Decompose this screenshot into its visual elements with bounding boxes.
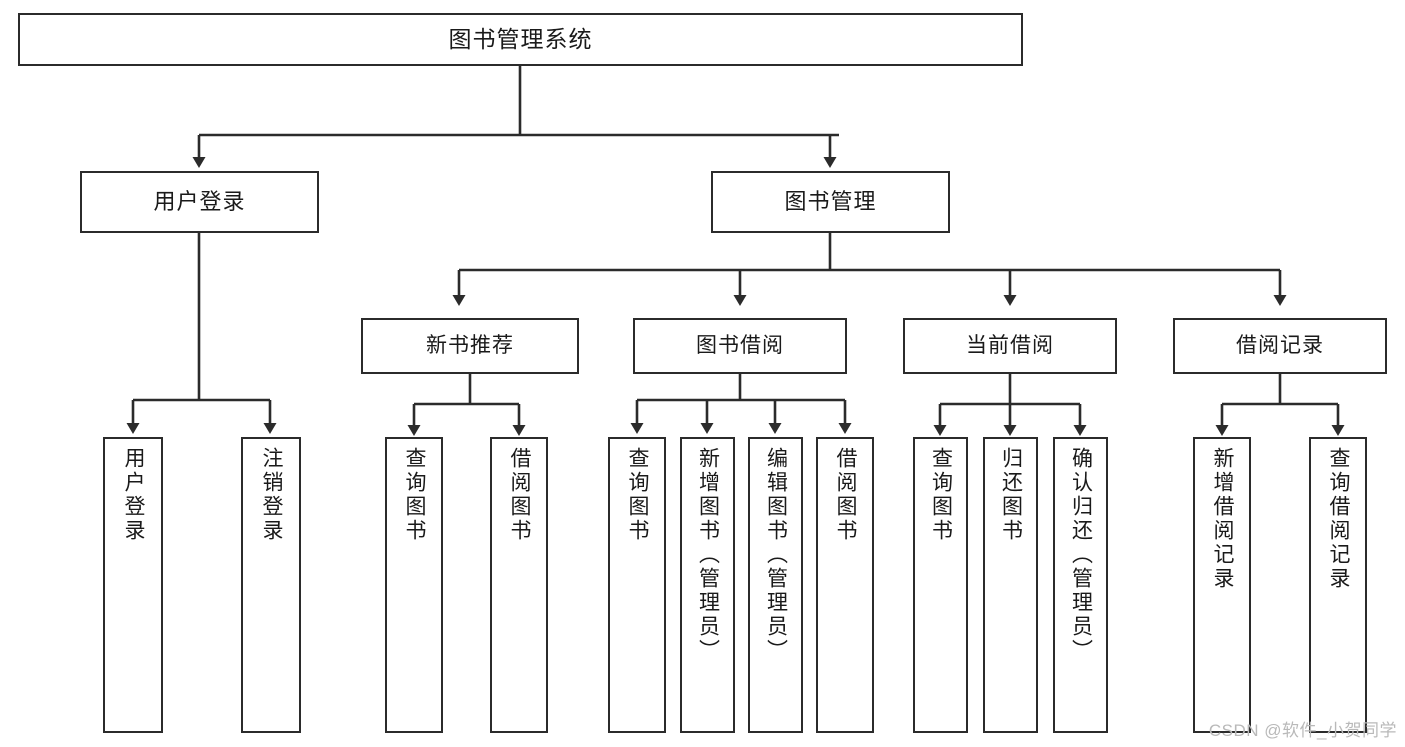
leaf-new-book-borrow-label: 借阅图书 — [508, 447, 532, 543]
leaf-add-borrow-record[interactable]: 新增借阅记录 — [1193, 437, 1251, 733]
node-book-borrow-label: 图书借阅 — [696, 333, 784, 357]
leaf-new-book-query[interactable]: 查询图书 — [385, 437, 443, 733]
node-new-book-recommend[interactable]: 新书推荐 — [361, 318, 579, 374]
leaf-current-query-book[interactable]: 查询图书 — [913, 437, 968, 733]
leaf-query-borrow-record-label: 查询借阅记录 — [1327, 447, 1351, 591]
node-root-label: 图书管理系统 — [448, 25, 593, 52]
leaf-new-book-query-label: 查询图书 — [403, 447, 427, 543]
node-current-borrow-label: 当前借阅 — [966, 333, 1054, 357]
leaf-logout-label: 注销登录 — [260, 447, 284, 543]
leaf-edit-book-admin[interactable]: 编辑图书（管理员） — [748, 437, 803, 733]
leaf-edit-book-admin-label: 编辑图书（管理员） — [764, 447, 788, 663]
node-root[interactable]: 图书管理系统 — [18, 13, 1023, 66]
leaf-add-book-admin[interactable]: 新增图书（管理员） — [680, 437, 735, 733]
node-book-management[interactable]: 图书管理 — [711, 171, 950, 233]
leaf-confirm-return-admin[interactable]: 确认归还（管理员） — [1053, 437, 1108, 733]
leaf-add-borrow-record-label: 新增借阅记录 — [1211, 447, 1235, 591]
leaf-new-book-borrow[interactable]: 借阅图书 — [490, 437, 548, 733]
leaf-borrow-book-label: 借阅图书 — [834, 447, 858, 543]
node-borrow-record-label: 借阅记录 — [1236, 333, 1324, 357]
node-book-management-label: 图书管理 — [784, 189, 877, 215]
leaf-borrow-query-book-label: 查询图书 — [626, 447, 650, 543]
node-borrow-record[interactable]: 借阅记录 — [1173, 318, 1387, 374]
leaf-logout[interactable]: 注销登录 — [241, 437, 301, 733]
leaf-query-borrow-record[interactable]: 查询借阅记录 — [1309, 437, 1367, 733]
leaf-borrow-query-book[interactable]: 查询图书 — [608, 437, 666, 733]
leaf-user-login-label: 用户登录 — [122, 447, 146, 543]
node-book-borrow[interactable]: 图书借阅 — [633, 318, 847, 374]
leaf-current-query-book-label: 查询图书 — [929, 447, 953, 543]
leaf-borrow-book[interactable]: 借阅图书 — [816, 437, 874, 733]
node-user-login[interactable]: 用户登录 — [80, 171, 319, 233]
leaf-return-book[interactable]: 归还图书 — [983, 437, 1038, 733]
node-current-borrow[interactable]: 当前借阅 — [903, 318, 1117, 374]
leaf-user-login[interactable]: 用户登录 — [103, 437, 163, 733]
node-new-book-recommend-label: 新书推荐 — [426, 333, 514, 357]
csdn-watermark: CSDN @软件_小贺同学 — [1208, 721, 1397, 740]
node-user-login-label: 用户登录 — [153, 189, 246, 215]
leaf-confirm-return-admin-label: 确认归还（管理员） — [1069, 447, 1093, 663]
leaf-add-book-admin-label: 新增图书（管理员） — [696, 447, 720, 663]
leaf-return-book-label: 归还图书 — [999, 447, 1023, 543]
